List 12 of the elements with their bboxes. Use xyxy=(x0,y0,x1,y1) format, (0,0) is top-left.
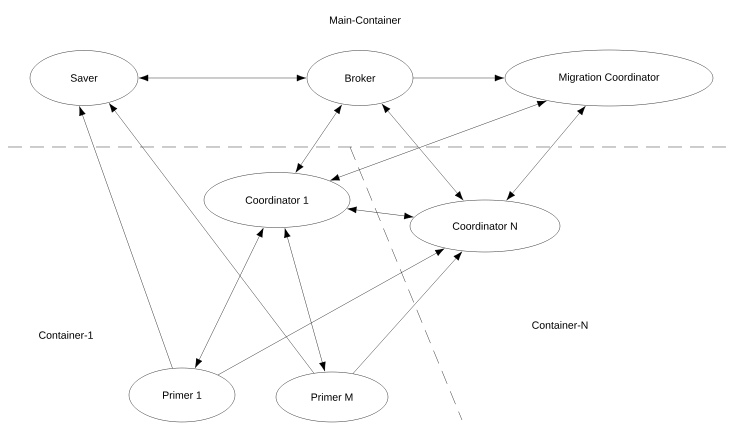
arrow xyxy=(296,104,342,173)
arrow xyxy=(195,228,264,368)
arrow xyxy=(284,228,326,372)
container-label: Container-1 xyxy=(39,331,93,339)
arrow xyxy=(413,74,504,82)
arrow xyxy=(330,100,547,181)
container-label: Container-N xyxy=(532,321,588,329)
arrow xyxy=(109,103,314,374)
arrow xyxy=(79,106,173,368)
container-label: Main-Container xyxy=(330,16,401,24)
arrow xyxy=(138,74,306,82)
arrow xyxy=(506,106,586,200)
